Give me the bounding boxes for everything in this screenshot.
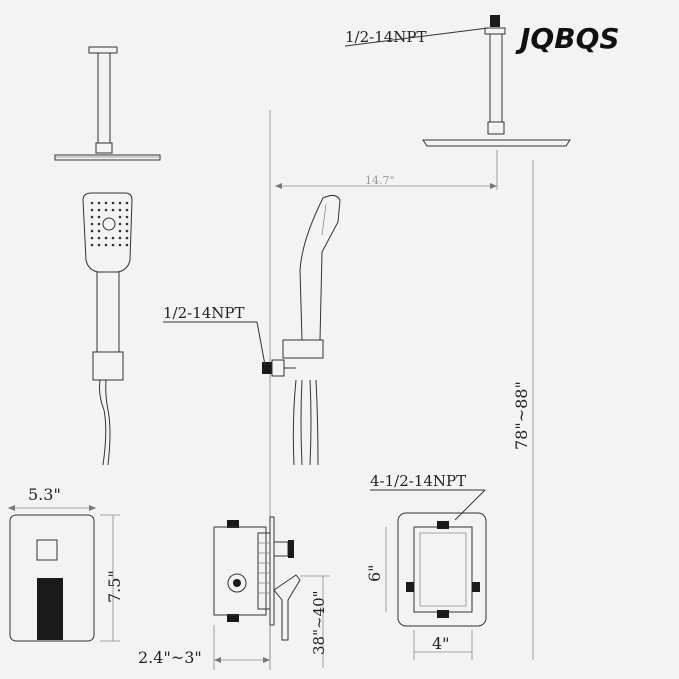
nozzle-dot xyxy=(90,215,94,219)
nozzle-dot xyxy=(125,222,129,226)
nozzle-dot xyxy=(90,201,94,205)
nozzle-dot xyxy=(90,243,94,247)
nozzle-dot xyxy=(97,243,101,247)
nozzle-dot xyxy=(90,229,94,233)
nozzle-dot xyxy=(97,222,101,226)
nozzle-dot xyxy=(125,215,129,219)
trim-width-dim: 5.3" xyxy=(28,485,61,504)
nozzle-dot xyxy=(97,236,101,240)
nozzle-dot xyxy=(90,222,94,226)
nozzle-dot xyxy=(118,229,122,233)
box-width-dim: 4" xyxy=(432,634,450,653)
nozzle-dot xyxy=(118,236,122,240)
nozzle-grid xyxy=(90,201,129,247)
nozzle-dot xyxy=(125,201,129,205)
valve-depth-dim: 2.4"~3" xyxy=(138,648,202,667)
nozzle-dot xyxy=(118,208,122,212)
valve-thread-label: 4-1/2-14NPT xyxy=(370,472,466,490)
nozzle-dot xyxy=(104,201,108,205)
nozzle-dot xyxy=(118,222,122,226)
nozzle-dot xyxy=(118,201,122,205)
nozzle-dot xyxy=(125,208,129,212)
nozzle-dot xyxy=(90,236,94,240)
box-height-dim: 6" xyxy=(365,564,384,582)
nozzle-dot xyxy=(111,243,115,247)
center-nozzle-ring xyxy=(102,217,116,231)
nozzle-dot xyxy=(118,215,122,219)
nozzle-dot xyxy=(97,208,101,212)
height-range-dim: 78"~88" xyxy=(512,381,531,450)
wall-thread-label: 1/2-14NPT xyxy=(163,304,245,322)
top-thread-label: 1/2-14NPT xyxy=(345,28,427,46)
valve-height-dim: 38"~40" xyxy=(310,590,328,655)
nozzle-dot xyxy=(111,201,115,205)
rain-shower-head-right xyxy=(422,15,571,147)
hand-shower-wall xyxy=(262,194,341,466)
arm-reach-dim: 14.7" xyxy=(365,174,395,187)
nozzle-dot xyxy=(104,236,108,240)
nozzle-dot xyxy=(97,229,101,233)
nozzle-dot xyxy=(104,208,108,212)
trim-height-dim: 7.5" xyxy=(105,570,124,603)
valve-body xyxy=(213,516,301,641)
nozzle-dot xyxy=(125,236,129,240)
nozzle-dot xyxy=(90,208,94,212)
trim-plate: 5.3" 7.5" xyxy=(8,485,124,642)
hand-shower-left xyxy=(82,192,133,466)
nozzle-dot xyxy=(118,243,122,247)
nozzle-dot xyxy=(97,215,101,219)
nozzle-dot xyxy=(111,236,115,240)
rough-in-box: 4-1/2-14NPT 6" 4" xyxy=(365,472,487,660)
wall-thread-leader xyxy=(256,321,266,366)
nozzle-dot xyxy=(125,229,129,233)
nozzle-dot xyxy=(104,243,108,247)
top-thread-leader xyxy=(344,27,489,47)
nozzle-dot xyxy=(111,208,115,212)
rain-shower-head-left xyxy=(54,46,161,161)
nozzle-dot xyxy=(125,243,129,247)
nozzle-dot xyxy=(97,201,101,205)
brand-logo: JQBQS xyxy=(515,22,620,55)
